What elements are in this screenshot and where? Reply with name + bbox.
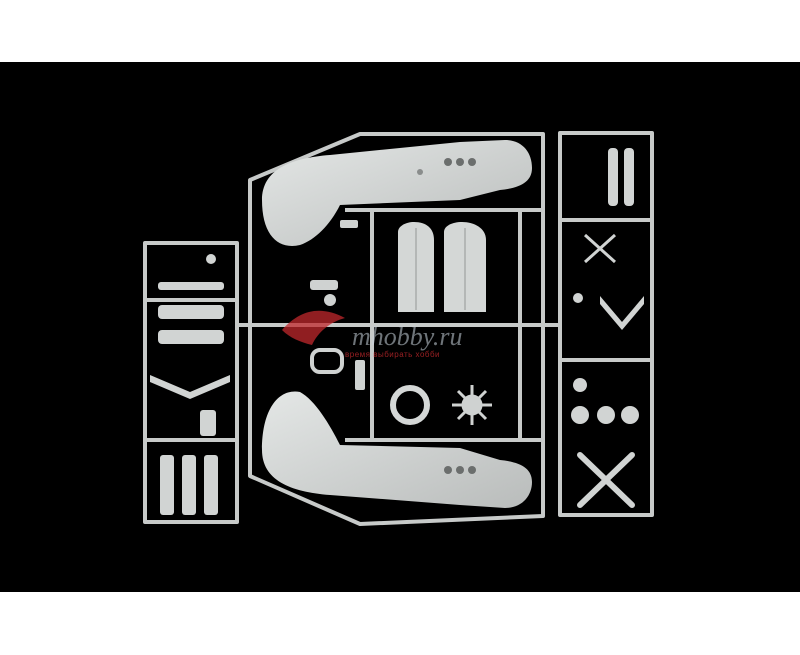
fuselage-half-lower [262, 391, 532, 508]
fuselage-half-upper [262, 140, 532, 246]
rudder-parts [398, 222, 486, 312]
right-sprue-parts [571, 148, 644, 508]
watermark-title: mhobby.ru [352, 322, 463, 351]
sprue-photo: mhobby.ru время выбирать хобби [0, 62, 800, 592]
left-sprue-parts [150, 254, 230, 515]
watermark-subtitle: время выбирать хобби [345, 350, 440, 359]
small-parts-center [310, 220, 365, 390]
watermark: mhobby.ru время выбирать хобби [282, 310, 463, 359]
engine-cowling [390, 385, 492, 425]
watermark-logo-icon [282, 310, 345, 345]
